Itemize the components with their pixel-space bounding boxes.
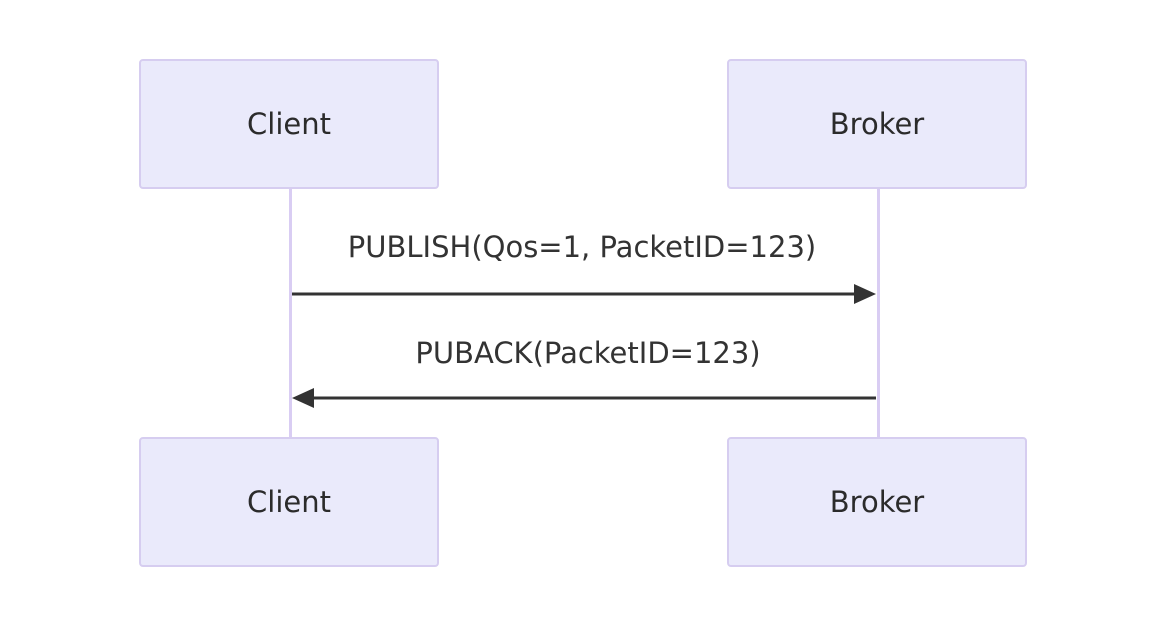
- publish-arrowhead-icon: [854, 284, 876, 304]
- publish-arrow: [292, 284, 876, 304]
- broker-actor-top[interactable]: Broker: [727, 59, 1027, 189]
- broker-actor-bottom-label: Broker: [829, 485, 925, 519]
- puback-arrowhead-icon: [292, 388, 314, 408]
- client-actor-bottom[interactable]: Client: [139, 437, 439, 567]
- client-actor-bottom-label: Client: [247, 485, 331, 519]
- client-actor-top[interactable]: Client: [139, 59, 439, 189]
- publish-message-label: PUBLISH(Qos=1, PacketID=123): [347, 230, 817, 264]
- client-actor-top-label: Client: [247, 107, 331, 141]
- broker-actor-bottom[interactable]: Broker: [727, 437, 1027, 567]
- client-lifeline: [289, 189, 292, 439]
- broker-lifeline: [877, 189, 880, 439]
- broker-actor-top-label: Broker: [829, 107, 925, 141]
- puback-message-label: PUBACK(PacketID=123): [415, 336, 761, 370]
- puback-arrow: [292, 388, 876, 408]
